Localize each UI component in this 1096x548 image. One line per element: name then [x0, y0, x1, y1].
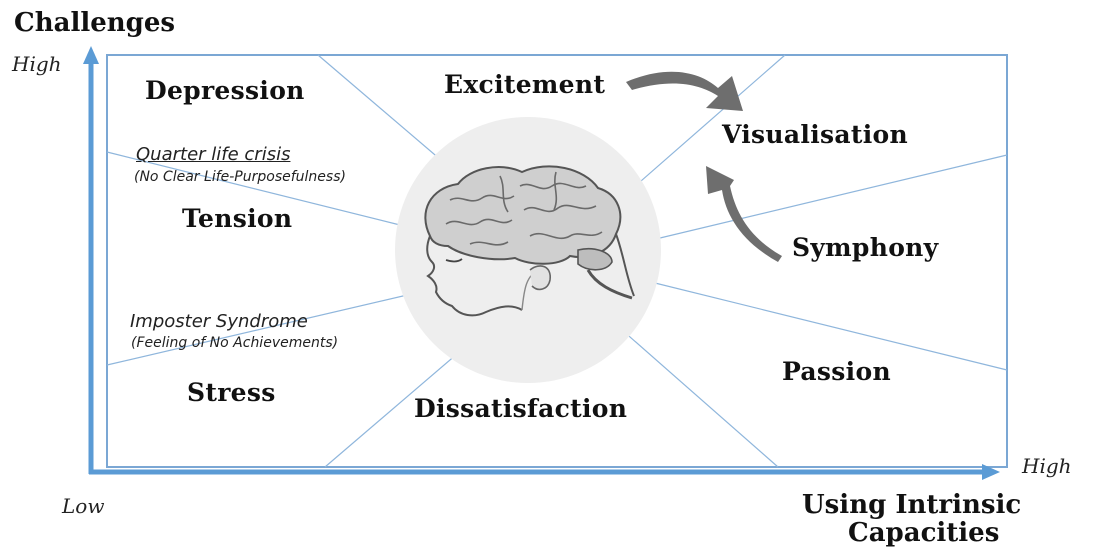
x-axis [89, 464, 1000, 480]
y-axis-high-label: High [12, 52, 62, 76]
x-axis-title-line1: Using Intrinsic [802, 490, 1022, 520]
human-head-brain-icon [395, 117, 661, 383]
state-visualisation: Visualisation [722, 120, 908, 149]
note-imposter-sub: (Feeling of No Achievements) [131, 335, 339, 351]
x-axis-title-line2: Capacities [848, 518, 1000, 548]
note-imposter-syndrome: Imposter Syndrome [130, 311, 308, 332]
y-axis [83, 46, 99, 474]
state-dissatisfaction: Dissatisfaction [414, 394, 628, 423]
state-symphony: Symphony [792, 233, 939, 262]
curved-arrow-icon [706, 166, 782, 262]
state-stress: Stress [187, 378, 276, 407]
state-passion: Passion [782, 357, 891, 386]
y-axis-title: Challenges [14, 8, 176, 38]
state-depression: Depression [145, 76, 305, 105]
diagram-frame [106, 54, 1008, 468]
state-excitement: Excitement [444, 70, 606, 99]
x-axis-low-label: Low [62, 494, 105, 518]
state-tension: Tension [182, 204, 293, 233]
note-quarter-life-sub: (No Clear Life-Purposefulness) [134, 169, 346, 185]
curved-arrow-icon [626, 71, 743, 111]
x-axis-high-label: High [1022, 454, 1072, 478]
note-quarter-life-crisis: Quarter life crisis [136, 144, 291, 165]
